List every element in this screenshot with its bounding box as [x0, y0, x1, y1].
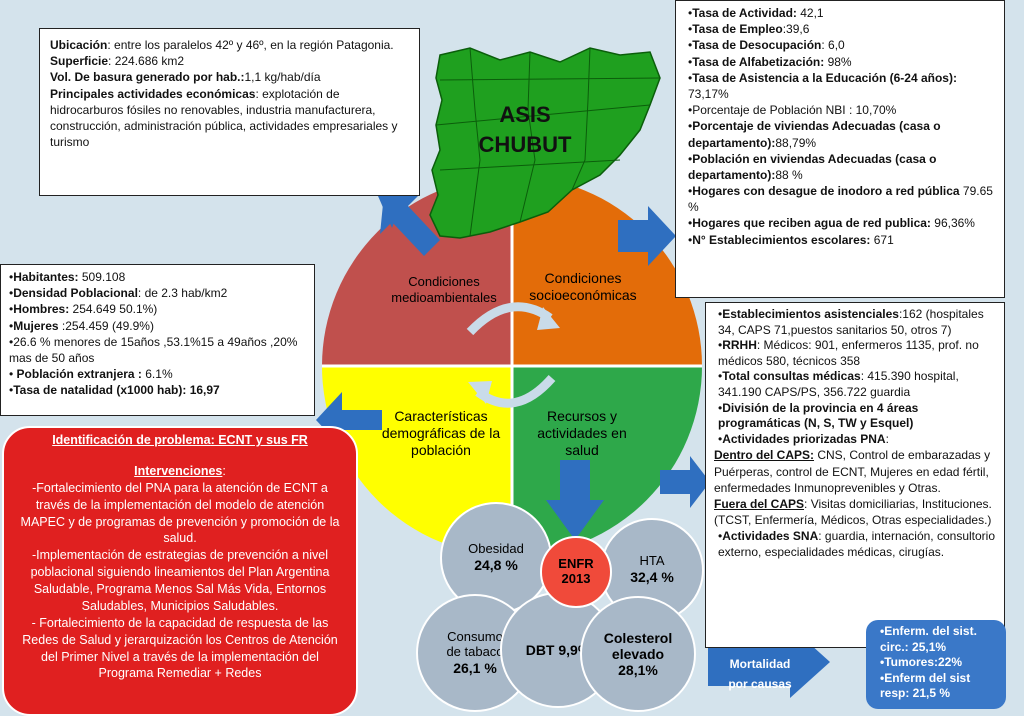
arrow-to-recursos	[660, 456, 710, 508]
socioeconomic-box: Tasa de Actividad: 42,1 Tasa de Empleo:3…	[675, 0, 1005, 298]
arrow-down-enfr	[546, 460, 604, 540]
demographic-box: Habitantes: 509.108 Densidad Poblacional…	[0, 264, 315, 416]
quadrant-socioeconomic	[512, 176, 702, 366]
ubicacion-box: Ubicación: entre los paralelos 42º y 46º…	[39, 28, 420, 196]
mortalidad-label: Mortalidad por causas	[728, 657, 792, 692]
label-socioeconomic: Condiciones socioeconómicas	[529, 270, 637, 303]
label-environment: Condiciones medioambientales	[391, 274, 497, 305]
problem-panel: Identificación de problema: ECNT y sus F…	[2, 426, 358, 716]
intervention-1: -Fortalecimiento del PNA para la atenció…	[20, 480, 340, 546]
center-title: ASIS CHUBUT	[470, 100, 580, 159]
causas-box: Enferm. del sist. circ.: 25,1% Tumores:2…	[866, 620, 1006, 709]
center-title-line2: CHUBUT	[478, 131, 572, 157]
intervention-2: -Implementación de estrategias de preven…	[30, 548, 330, 613]
label-health-resources: Recursos y actividades en salud	[537, 408, 627, 458]
arrow-to-socioeconomic	[618, 206, 676, 266]
arrow-upleft	[380, 194, 440, 256]
recursos-box: Establecimientos asistenciales:162 (hosp…	[705, 302, 1005, 648]
center-title-line1: ASIS	[499, 102, 551, 127]
chubut-map	[429, 47, 661, 239]
intervention-3: - Fortalecimiento de la capacidad de res…	[22, 615, 338, 681]
label-demographic: Características demográficas de la pobla…	[381, 408, 501, 458]
